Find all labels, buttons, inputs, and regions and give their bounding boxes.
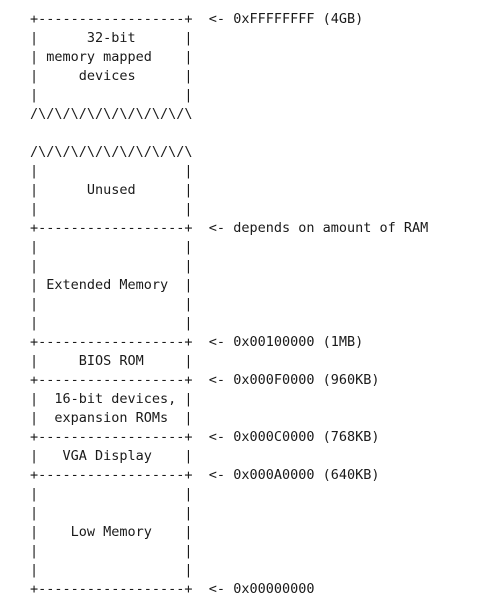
spacer-row [30,124,428,143]
diagram-row: | Low Memory | [30,524,193,540]
diagram-row: | | [30,258,193,274]
diagram-row: | BIOS ROM | [30,353,193,369]
diagram-row: | devices | [30,68,193,84]
diagram-row: | VGA Display | [30,448,193,464]
diagram-row: /\/\/\/\/\/\/\/\/\/\ [30,106,193,122]
diagram-row: +------------------+ <- 0x00000000 [30,581,315,597]
diagram-row: | | [30,296,193,312]
diagram-row: | | [30,505,193,521]
diagram-row: | expansion ROMs | [30,410,193,426]
diagram-row: +------------------+ <- depends on amoun… [30,220,429,236]
diagram-row: | | [30,315,193,331]
diagram-row: | | [30,486,193,502]
diagram-row: | Extended Memory | [30,277,193,293]
diagram-row: +------------------+ <- 0xFFFFFFFF (4GB) [30,11,364,27]
diagram-row: | | [30,543,193,559]
diagram-row: | | [30,239,193,255]
diagram-row: | memory mapped | [30,49,193,65]
diagram-row: +------------------+ <- 0x000A0000 (640K… [30,467,380,483]
diagram-row: | | [30,201,193,217]
diagram-row: /\/\/\/\/\/\/\/\/\/\ [30,144,193,160]
memory-map-diagram: +------------------+ <- 0xFFFFFFFF (4GB)… [30,10,428,599]
diagram-row: | | [30,163,193,179]
diagram-row: +------------------+ <- 0x000C0000 (768K… [30,429,380,445]
diagram-row: | | [30,87,193,103]
diagram-row: +------------------+ <- 0x000F0000 (960K… [30,372,380,388]
diagram-row: +------------------+ <- 0x00100000 (1MB) [30,334,364,350]
diagram-row: | 32-bit | [30,30,193,46]
diagram-row: | | [30,562,193,578]
diagram-row: | 16-bit devices, | [30,391,193,407]
diagram-row: | Unused | [30,182,193,198]
